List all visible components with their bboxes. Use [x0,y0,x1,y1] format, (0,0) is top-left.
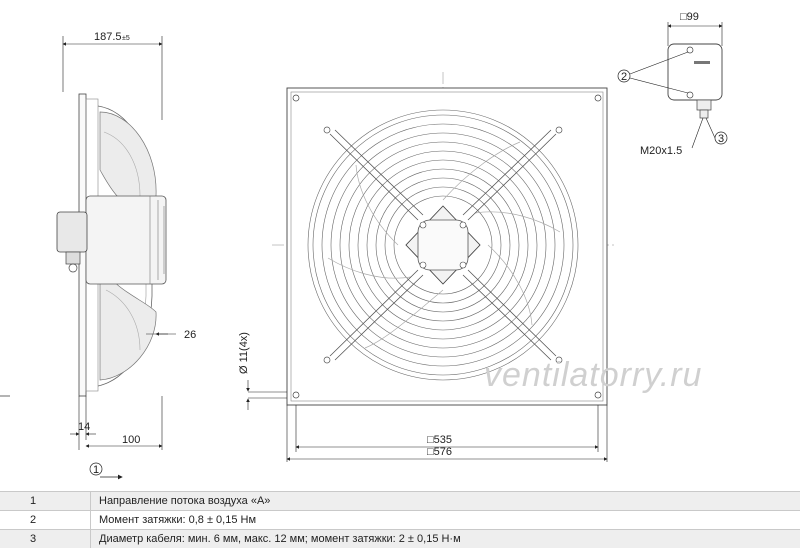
dim-535-text: □535 [427,434,452,446]
legend-text: Момент затяжки: 0,8 ± 0,15 Нм [90,510,800,530]
callout-1-text: 1 [93,464,99,476]
dim-width-text: 187.5 [94,31,122,43]
technical-drawing: 187.5 ±5 26 14 100 [0,11,728,480]
corner-hole [594,94,602,102]
lower-blade [99,261,157,381]
dim-576-text: □576 [427,446,452,458]
guard-struts [329,129,557,361]
strut-tabs [323,126,563,364]
cable-gland [696,99,712,111]
motor-bolt [459,221,467,229]
dim-26-text: 26 [184,329,196,341]
callout-3-text: 3 [718,133,724,145]
corner-hole [292,391,300,399]
motor-bolt [459,261,467,269]
motor-bolt [419,261,427,269]
dim-width-tolerance: ±5 [122,35,130,42]
legend-table: 1 Направление потока воздуха «A» 2 Момен… [0,491,800,548]
motor-bolt [419,221,427,229]
dim-100-text: 100 [122,434,140,446]
legend-number: 1 [0,491,91,511]
corner-hole [594,391,602,399]
legend-text: Диаметр кабеля: мин. 6 мм, макс. 12 мм; … [90,529,800,548]
legend-row: 2 Момент затяжки: 0,8 ± 0,15 Нм [0,510,800,530]
terminal-box-detail: □99 2 3 M20x1.5 [617,11,728,157]
gland-label: M20x1.5 [640,145,682,157]
callout-2-text: 2 [621,71,627,83]
legend-number: 3 [0,529,91,548]
terminal-screw [686,91,694,99]
legend-number: 2 [0,510,91,530]
legend-text: Направление потока воздуха «A» [90,491,800,511]
side-terminal-box [56,211,88,253]
legend-row: 1 Направление потока воздуха «A» [0,491,800,511]
callout-1-circle [89,462,103,476]
corner-hole [292,94,300,102]
dim-99-text: □99 [680,11,699,23]
motor-hub [85,195,167,285]
side-view: 187.5 ±5 26 14 100 [0,31,196,480]
callout-3-circle [714,131,728,145]
callout-2-circle [617,69,631,83]
guard-rings [307,109,579,381]
dim-hole-text: Ø 11(4x) [238,332,250,374]
watermark: ventilatorry.ru [484,356,702,394]
front-view: Ø 11(4x) □535 □576 [238,72,614,462]
terminal-screw [686,46,694,54]
terminal-box [667,43,723,101]
legend-row: 3 Диаметр кабеля: мин. 6 мм, макс. 12 мм… [0,529,800,548]
impeller-blades [327,141,561,349]
dim-14-text: 14 [78,421,90,433]
